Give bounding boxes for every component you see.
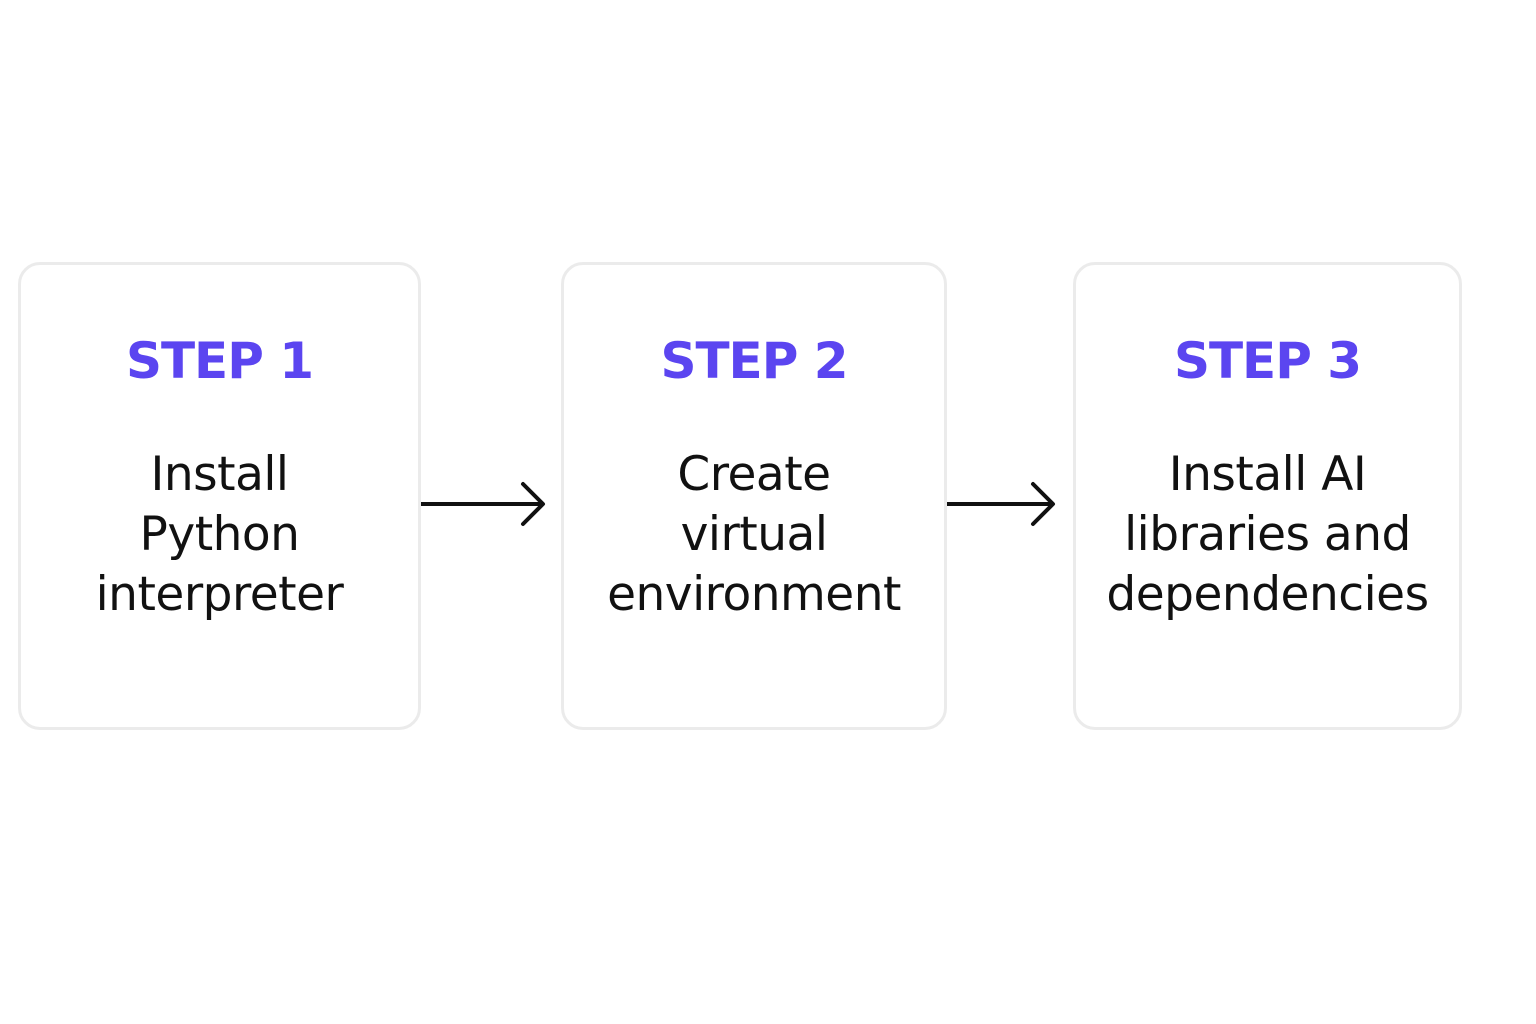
arrow-right-icon (421, 482, 545, 526)
step-description-line: virtual (680, 507, 828, 562)
step-description-line: environment (607, 567, 901, 622)
step-description-line: Install AI (1168, 447, 1367, 502)
step-description-line: Create (677, 447, 831, 502)
step-label: STEP 1 (125, 332, 314, 390)
step-description-line: Python (139, 507, 300, 562)
step-description: Create virtual environment (564, 445, 944, 625)
step-card-3: STEP 3 Install AI libraries and dependen… (1073, 262, 1462, 730)
arrow-right-icon (947, 482, 1055, 526)
step-description-line: interpreter (95, 567, 344, 622)
step-label: STEP 2 (660, 332, 848, 390)
step-description: Install AI libraries and dependencies (1076, 445, 1459, 625)
step-label: STEP 3 (1173, 332, 1362, 390)
step-description-line: libraries and (1124, 507, 1411, 562)
step-card-1: STEP 1 Install Python interpreter (18, 262, 421, 730)
step-card-2: STEP 2 Create virtual environment (561, 262, 947, 730)
step-description-line: Install (150, 447, 289, 502)
step-description-line: dependencies (1106, 567, 1429, 622)
step-description: Install Python interpreter (21, 445, 418, 625)
